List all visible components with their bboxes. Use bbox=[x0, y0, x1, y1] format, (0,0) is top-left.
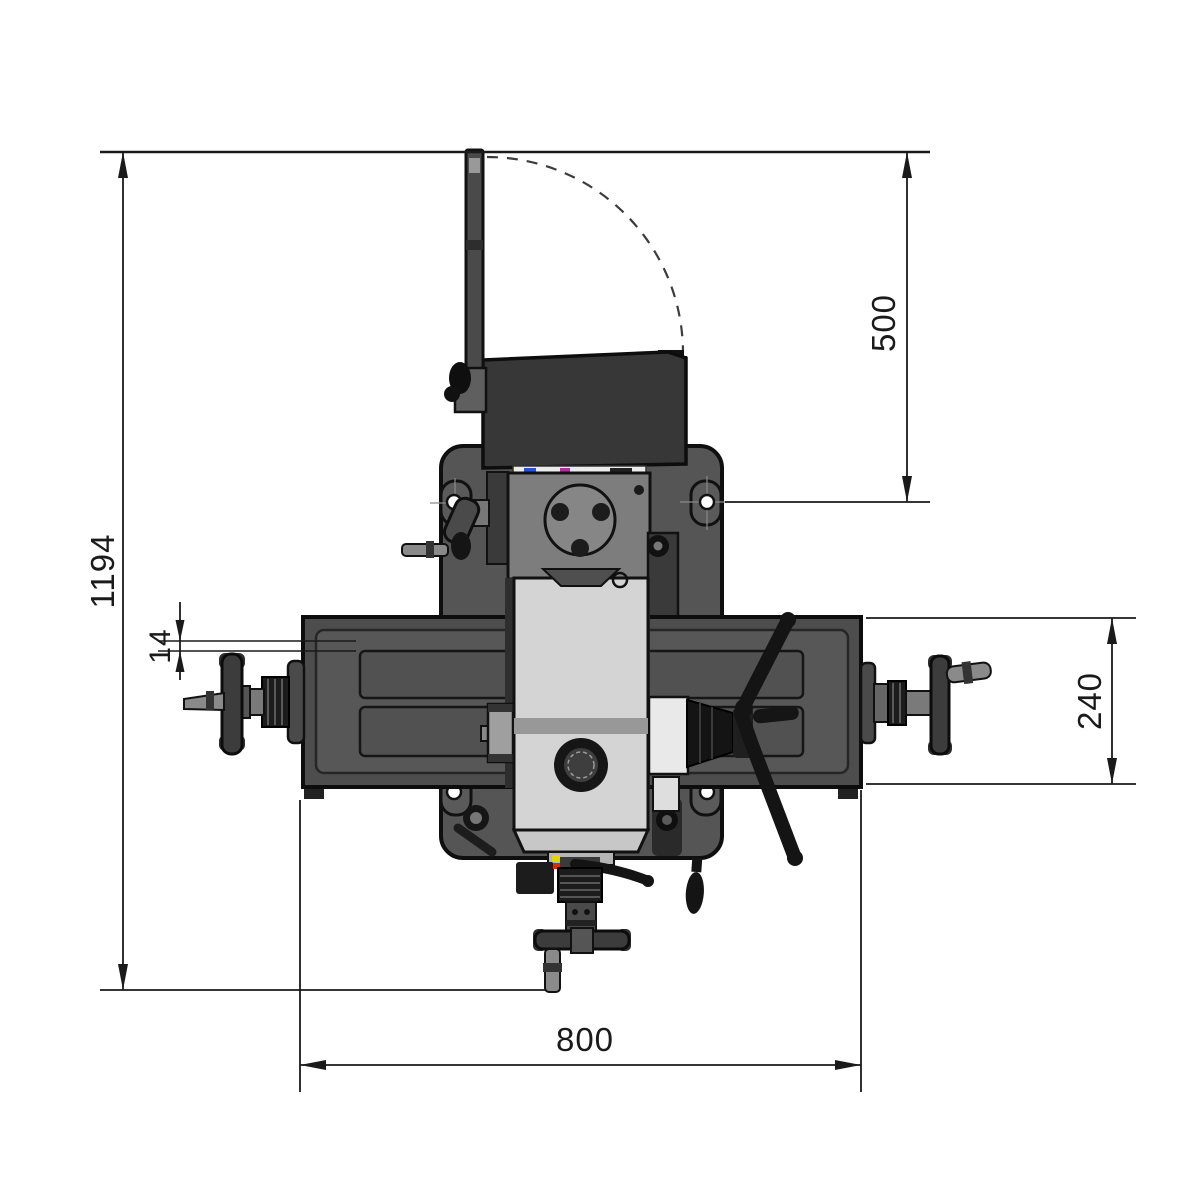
arrow-down-icon bbox=[902, 476, 912, 502]
table-length-dim-label: 800 bbox=[556, 1021, 614, 1058]
arrow-down-icon bbox=[175, 620, 185, 641]
arrow-down-icon bbox=[1107, 758, 1117, 784]
left-handwheel bbox=[183, 652, 306, 756]
dimension-head-clearance bbox=[725, 152, 930, 503]
left-handle bbox=[183, 691, 225, 712]
arrow-left-icon bbox=[300, 1060, 326, 1070]
dimension-table-length bbox=[299, 790, 862, 1092]
red-marker bbox=[553, 863, 560, 869]
dimension-table-depth bbox=[866, 617, 1136, 785]
right-dial bbox=[887, 680, 907, 726]
arrow-up-icon bbox=[1107, 618, 1117, 644]
arrow-right-icon bbox=[835, 1060, 861, 1070]
arrow-up-icon bbox=[175, 651, 185, 672]
arrow-down-icon bbox=[118, 964, 128, 990]
head-clearance-dim-label: 500 bbox=[865, 294, 902, 352]
table-depth-dim-label: 240 bbox=[1071, 672, 1108, 730]
limit-switch-box bbox=[516, 862, 554, 894]
small-clamp-handle bbox=[752, 705, 799, 724]
feed-lever bbox=[734, 612, 803, 866]
right-handwheel bbox=[859, 654, 992, 756]
teardrop-handle bbox=[685, 857, 704, 914]
arrow-up-icon bbox=[118, 152, 128, 178]
mounting-boss-top-right bbox=[680, 476, 736, 530]
spindle-head bbox=[401, 471, 680, 620]
overall-height-dim-label: 1194 bbox=[84, 534, 121, 609]
arrow-up-icon bbox=[902, 152, 912, 178]
dimension-overall-height bbox=[100, 152, 545, 991]
bottom-accessories bbox=[516, 855, 704, 914]
drawbar-lever bbox=[444, 148, 488, 414]
motor-housing bbox=[481, 350, 688, 476]
dovetail-seam bbox=[540, 568, 622, 587]
y-axis-drive bbox=[647, 695, 799, 812]
base-lever-left bbox=[453, 823, 497, 857]
right-handle bbox=[945, 661, 992, 685]
bottom-handwheel bbox=[533, 867, 631, 993]
fine-feed-lever bbox=[570, 859, 651, 885]
head-clamp-crank bbox=[401, 496, 490, 560]
dimension-table-lip bbox=[158, 602, 356, 680]
dimension-annotations bbox=[100, 150, 1136, 1092]
z-column bbox=[511, 568, 651, 866]
feed-motor-cylinder bbox=[480, 702, 515, 764]
right-wheel-rim bbox=[929, 654, 951, 756]
lever-swing-arc bbox=[486, 155, 685, 354]
yellow-marker bbox=[552, 855, 560, 862]
table-lip-dim-label: 14 bbox=[144, 628, 177, 663]
machine-figure bbox=[183, 148, 992, 993]
